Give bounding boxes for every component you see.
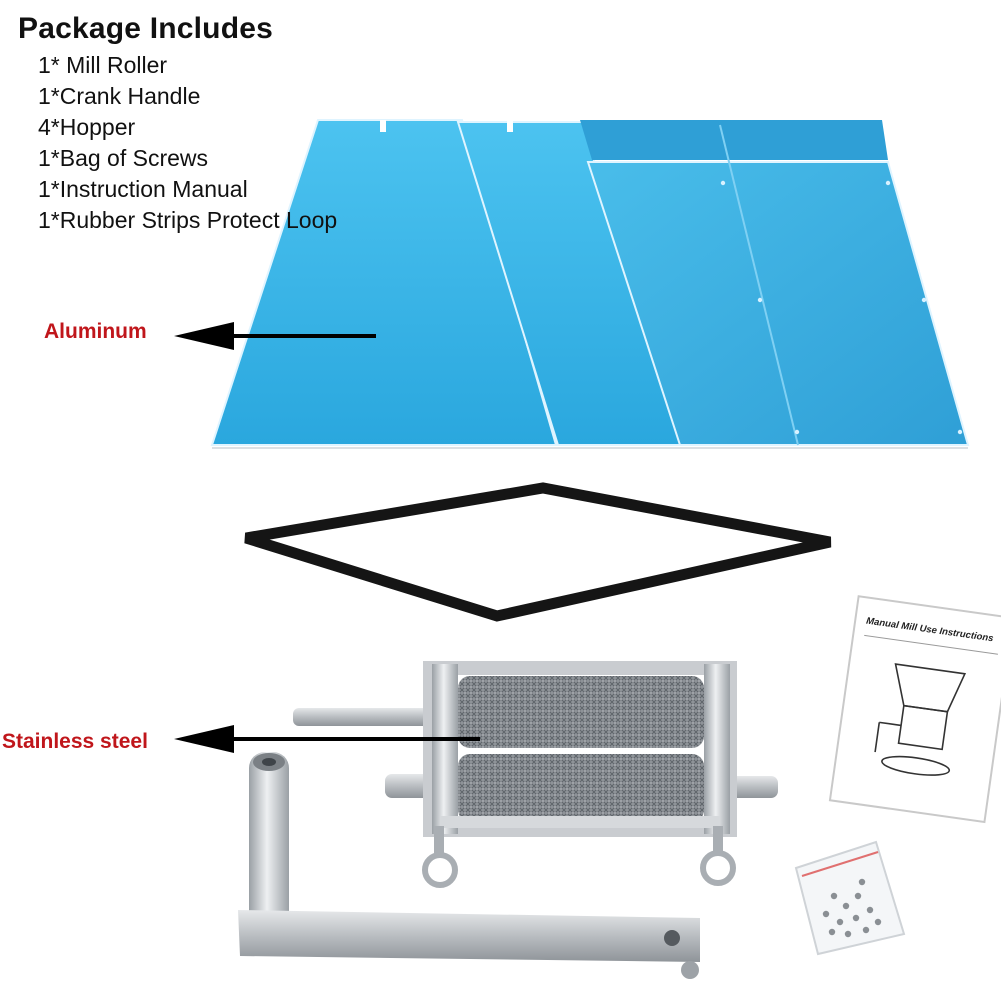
crank-arm — [238, 910, 700, 962]
knurled-roller-top — [458, 676, 704, 748]
aluminum-arrow — [174, 322, 376, 350]
instruction-manual: Manual Mill Use Instructions — [828, 595, 1001, 824]
crank-grip — [249, 752, 289, 928]
bag-of-screws — [794, 840, 906, 956]
list-item: 1*Crank Handle — [38, 83, 201, 109]
list-item: 1*Bag of Screws — [38, 145, 209, 171]
knurled-roller-bottom — [458, 754, 704, 822]
list-item: 4*Hopper — [38, 114, 136, 140]
stainless-steel-label: Stainless steel — [2, 730, 148, 753]
hopper-panel-right — [586, 161, 970, 446]
list-item: 1* Mill Roller — [38, 52, 168, 78]
crank-handle — [238, 752, 700, 979]
mill-shaft-left-long — [293, 708, 433, 726]
list-item: 1*Instruction Manual — [38, 176, 248, 202]
list-item: 1*Rubber Strips Protect Loop — [38, 207, 338, 233]
rubber-protect-loop — [244, 482, 832, 622]
package-contents-list: 1* Mill Roller 1*Crank Handle 4*Hopper 1… — [38, 50, 337, 236]
manual-illustration — [874, 663, 967, 776]
mill-roller — [293, 661, 778, 888]
aluminum-label: Aluminum — [44, 320, 147, 343]
package-includes-title: Package Includes — [18, 12, 273, 45]
hopper-panels — [210, 119, 970, 449]
stainless-arrow — [174, 725, 480, 753]
hopper-panel-right-top — [580, 120, 888, 160]
